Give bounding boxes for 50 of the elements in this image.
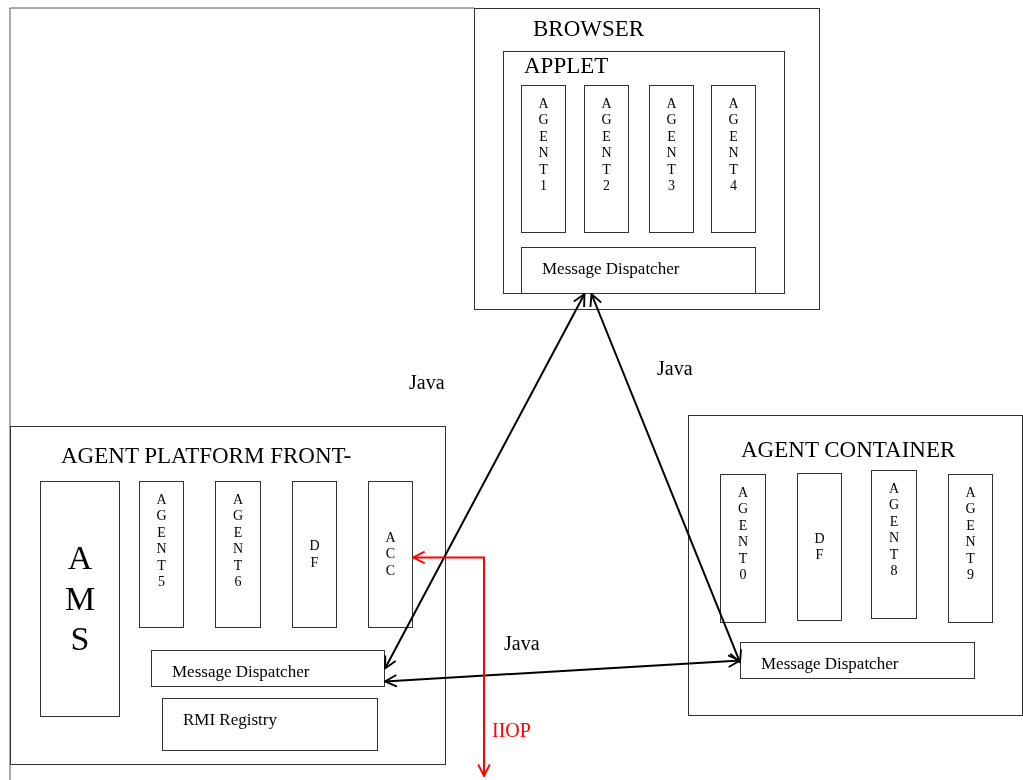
component-box: [368, 481, 413, 628]
container-title: AGENT CONTAINER: [741, 436, 956, 464]
component-box: [797, 473, 842, 621]
vertical-label: AGENT9: [964, 485, 977, 584]
container-title: BROWSER: [533, 15, 645, 43]
component-box: [740, 642, 975, 679]
vertical-label: DF: [308, 538, 321, 571]
component-box: [584, 85, 629, 233]
component-box: [948, 474, 993, 623]
vertical-label: AMS: [63, 537, 97, 660]
component-box: [162, 698, 378, 751]
component-box: [711, 85, 756, 233]
component-box: [292, 481, 337, 628]
container-box: [474, 8, 820, 310]
component-box: [151, 650, 385, 687]
arrow: [412, 550, 491, 777]
component-box: [215, 481, 261, 628]
vertical-label: ACC: [384, 529, 397, 580]
edge-label: Java: [503, 633, 541, 653]
vertical-label: AGENT2: [600, 96, 613, 195]
container-title: AGENT PLATFORM FRONT-: [61, 442, 352, 470]
vertical-label: AGENT5: [155, 492, 168, 591]
container-title: APPLET: [524, 52, 609, 80]
component-box: [139, 481, 184, 628]
vertical-label: AGENT0: [736, 485, 750, 584]
component-box: [649, 85, 694, 233]
component-box: [720, 474, 766, 623]
arrow: [384, 654, 741, 688]
component-label: RMI Registry: [183, 711, 277, 728]
component-label: Message Dispatcher: [761, 655, 899, 672]
component-label: Message Dispatcher: [542, 260, 680, 277]
component-box: [871, 470, 917, 619]
container-box: [503, 51, 785, 294]
component-box: [40, 481, 120, 717]
vertical-label: DF: [813, 530, 826, 564]
edge-label: Java: [656, 358, 694, 378]
vertical-label: AGENT3: [665, 96, 678, 195]
vertical-label: AGENT4: [727, 96, 740, 195]
vertical-label: AGENT6: [231, 492, 245, 591]
component-box: [521, 247, 756, 294]
component-box: [521, 85, 566, 233]
arrow: [384, 293, 586, 670]
edge-label: IIOP: [491, 720, 532, 740]
vertical-label: AGENT8: [887, 481, 901, 580]
arrow: [589, 293, 742, 664]
container-box: [688, 415, 1023, 716]
vertical-label: AGENT1: [537, 96, 550, 195]
component-label: Message Dispatcher: [172, 663, 310, 680]
container-box: [10, 426, 446, 765]
edge-label: Java: [408, 372, 446, 392]
